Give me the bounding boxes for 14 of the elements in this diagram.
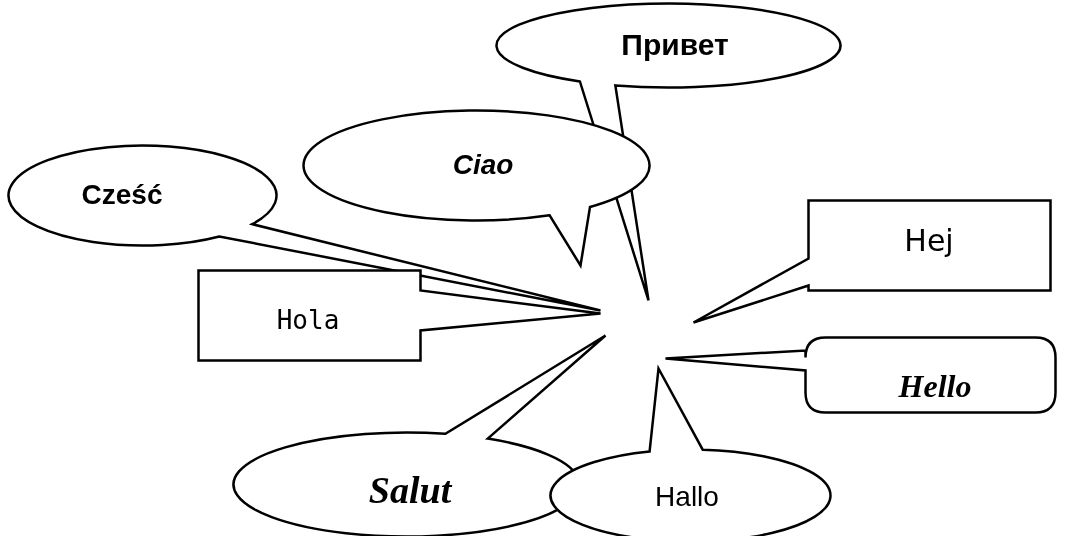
- greeting-text: Ciao: [452, 149, 514, 181]
- speech-bubble: [301, 108, 651, 267]
- callout-box: [196, 268, 602, 362]
- greeting-text: Привет: [621, 28, 729, 62]
- speech-bubble: [548, 366, 832, 536]
- greeting-text: Hola: [276, 305, 340, 335]
- greeting-text: Hej: [904, 222, 954, 258]
- greeting-text: Hallo: [655, 481, 719, 513]
- greeting-text: Salut: [368, 468, 452, 512]
- callout-box: [663, 335, 1057, 414]
- callout-box: [691, 198, 1052, 324]
- speech-bubble: [231, 333, 607, 536]
- greeting-text: Hello: [898, 367, 972, 405]
- greeting-text: Cześć: [81, 179, 163, 211]
